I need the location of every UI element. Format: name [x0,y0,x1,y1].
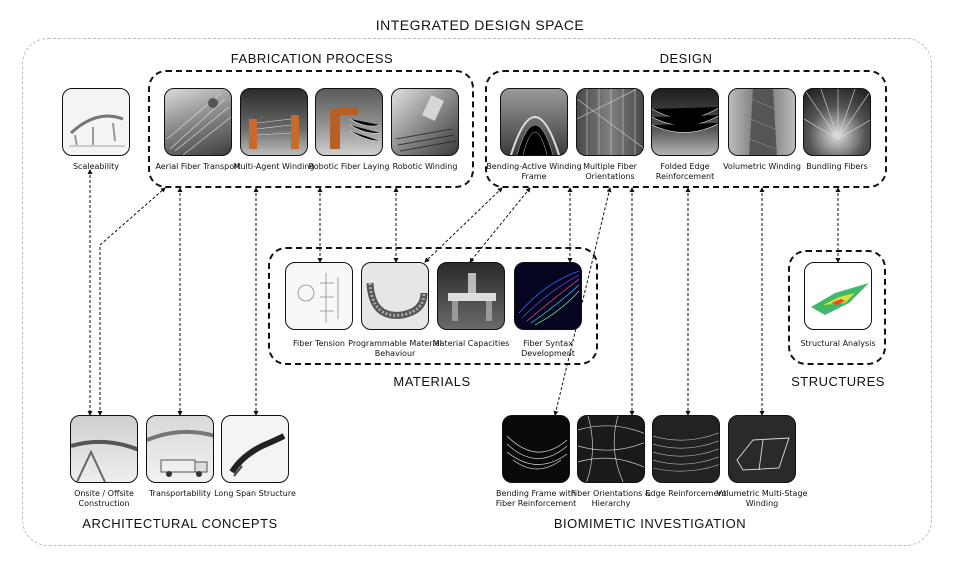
structures-title: STRUCTURES [791,374,885,389]
long-span-structure-image [221,415,289,483]
integrated-design-space-frame [22,38,932,546]
biomimetic-investigation-title: BIOMIMETIC INVESTIGATION [553,516,747,531]
scaleability-image [62,88,130,156]
robotic-fiber-laying-image [315,88,383,156]
architectural-concepts-title: ARCHITECTURAL CONCEPTS [82,516,278,531]
multi-agent-winding-label: Multi-Agent Winding [233,162,315,171]
diagram-title: INTEGRATED DESIGN SPACE [375,17,585,33]
link-design-programmable [424,187,503,263]
robotic-winding-label: Robotic Winding [392,162,458,171]
edge-reinforcement-image [652,415,720,483]
bundling-fibers-image [803,88,871,156]
fabrication-process-group [148,70,474,188]
fabrication-process-title: FABRICATION PROCESS [230,51,394,66]
fiber-tension-image [285,262,353,330]
structural-analysis-label: Structural Analysis [800,339,876,348]
bending-frame-fiber-reinforcement-label: Bending Frame with Fiber Reinforcement [495,489,577,508]
edge-reinforcement-label: Edge Reinforcement [645,489,727,498]
scaleability-label: Scaleability [72,162,120,171]
programmable-material-behaviour-image [361,262,429,330]
transportability-label: Transportability [148,489,212,498]
aerial-fiber-transport-image [164,88,232,156]
fiber-tension-label: Fiber Tension [293,339,345,348]
onsite-offsite-construction-label: Onsite / Offsite Construction [74,489,134,508]
fiber-orientations-hierarchy-label: Fiber Orientations & Hierarchy [570,489,652,508]
robotic-winding-image [391,88,459,156]
volumetric-multi-stage-winding-label: Volumetric Multi-Stage Winding [716,489,808,508]
multi-agent-winding-image [240,88,308,156]
materials-title: MATERIALS [393,374,471,389]
long-span-structure-label: Long Span Structure [214,489,296,498]
bundling-fibers-label: Bundling Fibers [806,162,868,171]
fiber-syntax-development-label: Fiber Syntax Development [521,339,575,358]
material-capacities-label: Material Capacities [432,339,510,348]
robotic-fiber-laying-label: Robotic Fiber Laying [308,162,390,171]
link-design-materialcap [469,187,531,263]
volumetric-winding-label: Volumetric Winding [723,162,801,171]
folded-edge-reinforcement-label: Folded Edge Reinforcement [655,162,715,181]
volumetric-multi-stage-winding-image [728,415,796,483]
volumetric-winding-image [728,88,796,156]
bending-frame-fiber-reinforcement-image [502,415,570,483]
bending-active-winding-frame-label: Bending-Active Winding Frame [486,162,582,181]
fiber-orientations-hierarchy-image [577,415,645,483]
aerial-fiber-transport-label: Aerial Fiber Transport [155,162,241,171]
design-title: DESIGN [659,51,713,66]
multiple-fiber-orientations-image [576,88,644,156]
transportability-image [146,415,214,483]
folded-edge-reinforcement-image [651,88,719,156]
programmable-material-behaviour-label: Programmable Material Behaviour [348,339,442,358]
link-fabrication-onsite [97,187,166,416]
onsite-offsite-construction-image [70,415,138,483]
structural-analysis-image [804,262,872,330]
fiber-syntax-development-image [514,262,582,330]
material-capacities-image [437,262,505,330]
bending-active-winding-frame-image [500,88,568,156]
multiple-fiber-orientations-label: Multiple Fiber Orientations [583,162,637,181]
link-design-bendingframe [553,187,612,416]
